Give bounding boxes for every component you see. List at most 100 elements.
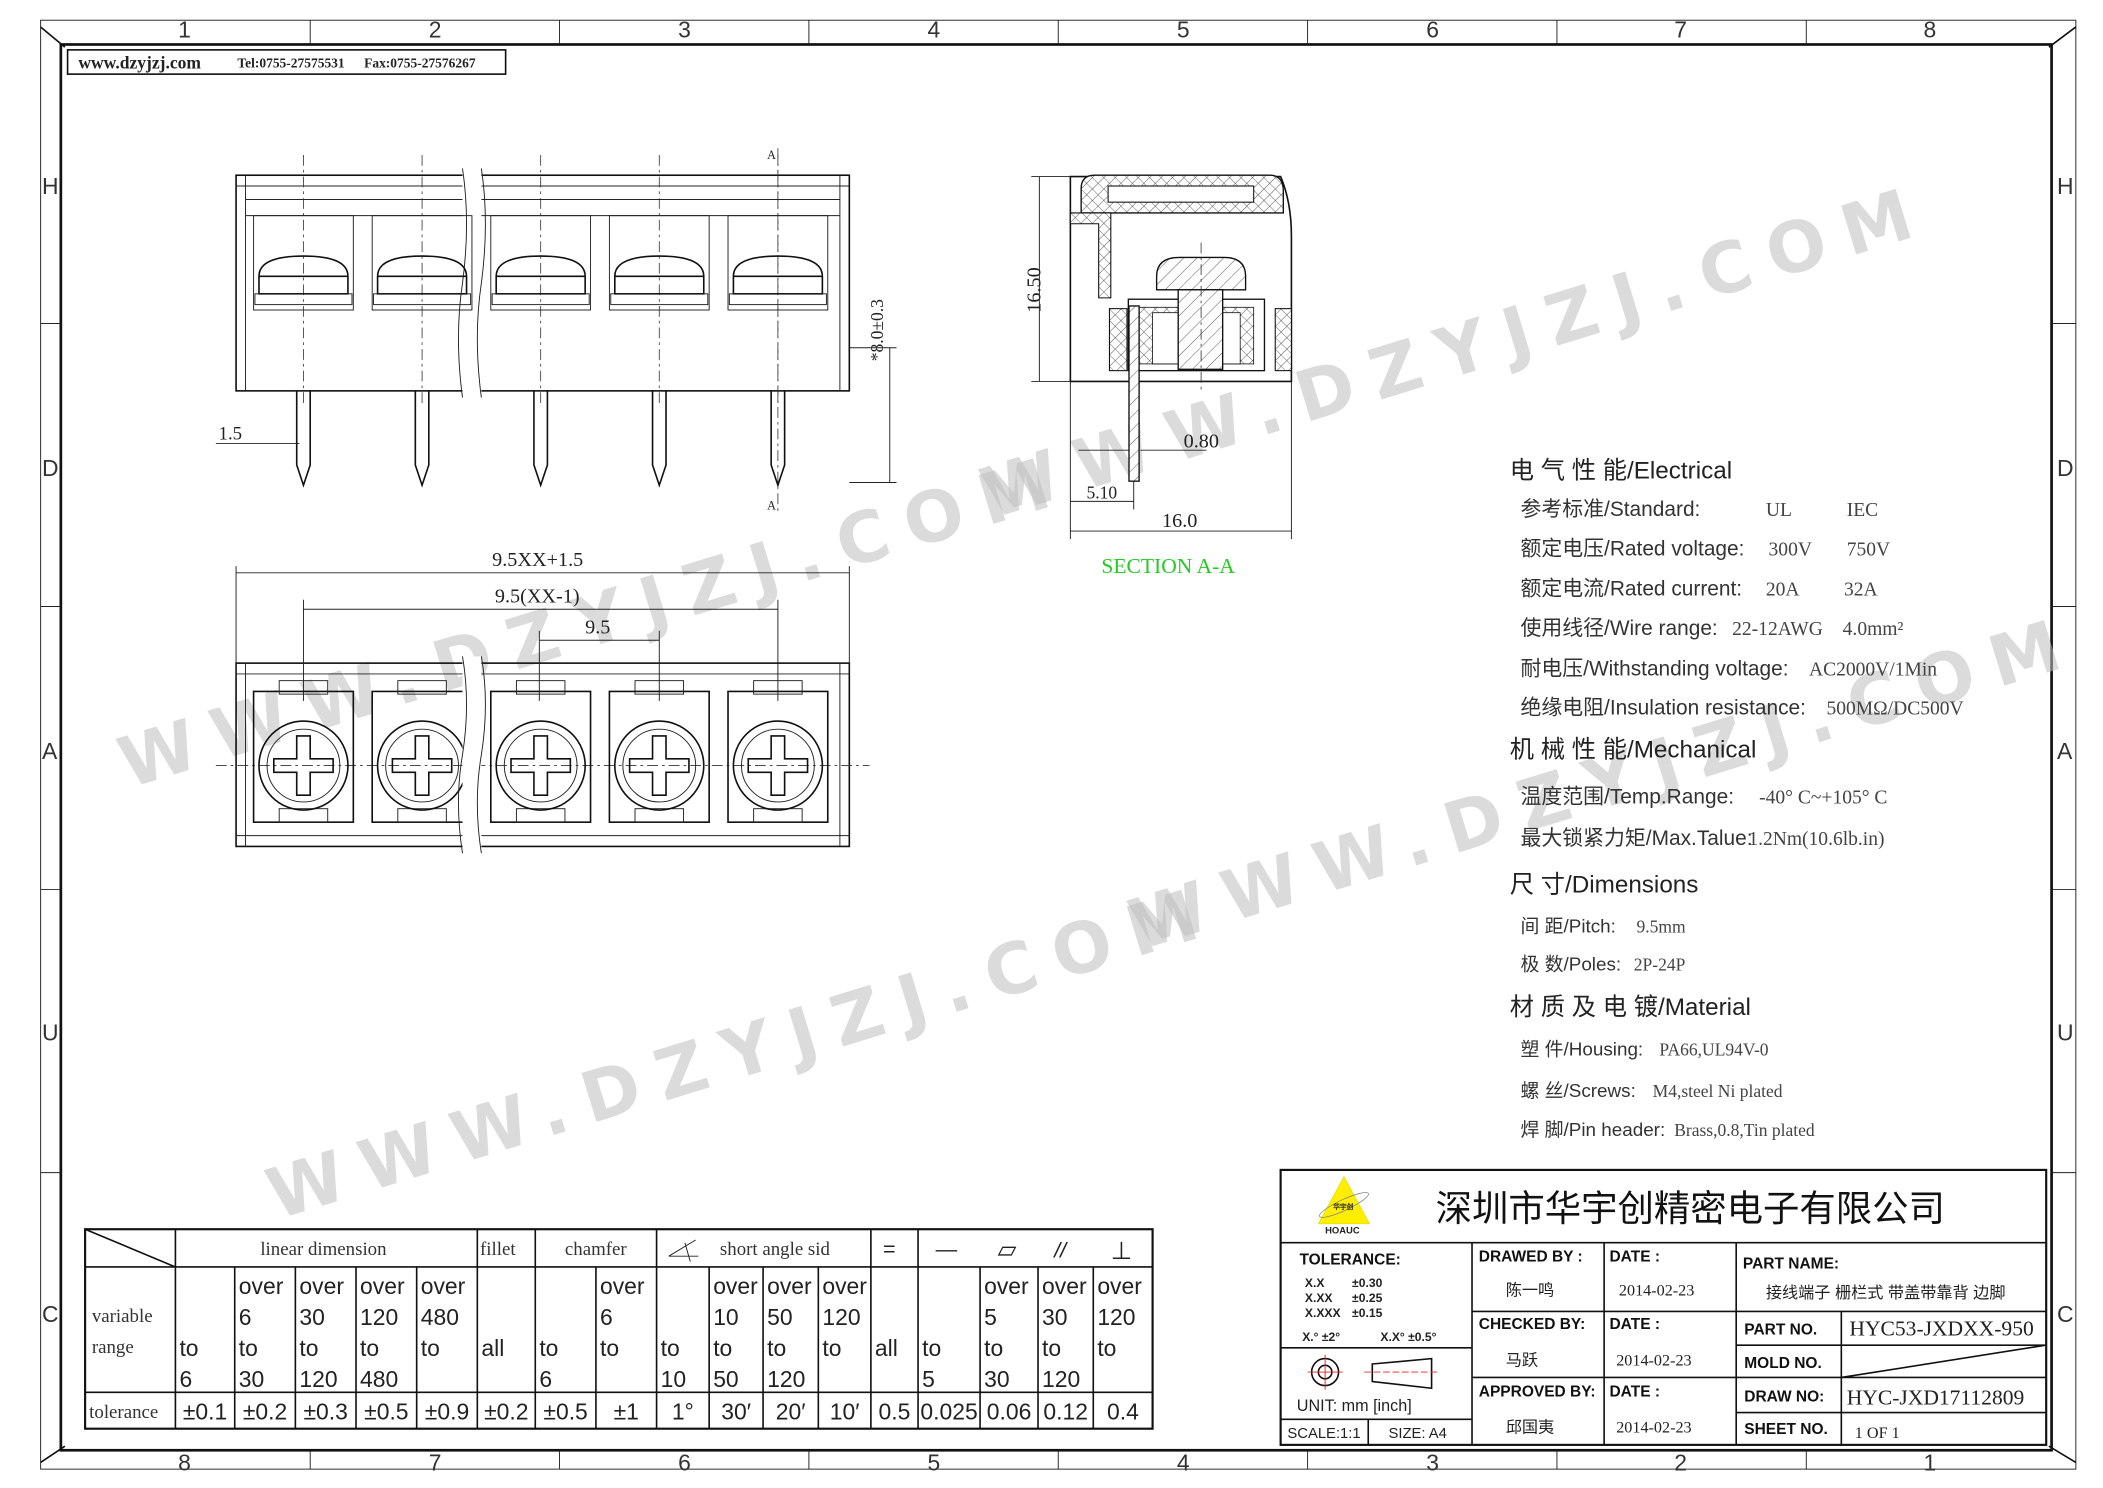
terminal-cell (608, 215, 710, 311)
torque-label: 最大锁紧力矩/Max.Talue: (1521, 827, 1753, 850)
tolerance-cell: 1° (672, 1398, 694, 1424)
range-cell: 120 (360, 1304, 398, 1330)
range-cell: to (661, 1335, 680, 1361)
screw-cross-icon (510, 735, 572, 797)
range-cell: to (421, 1335, 440, 1361)
range-cell: 30 (299, 1304, 324, 1330)
range-cell: over (239, 1273, 284, 1299)
range-cell: to (922, 1335, 941, 1361)
range-cell: over (1042, 1273, 1087, 1299)
section-marker-top: A (767, 148, 776, 162)
tol-xxxx-value: ±0.15 (1352, 1306, 1383, 1320)
terminal-tab (278, 808, 329, 823)
dim-pitch: 9.5 (585, 616, 610, 638)
pitch-label: 间 距/Pitch: (1521, 916, 1616, 937)
electrical-heading: 电 气 性 能/Electrical (1510, 457, 1732, 484)
tolerance-cell: ±0.9 (425, 1398, 469, 1424)
housing-outline (235, 662, 851, 848)
tolerance-cell: 0.5 (879, 1398, 911, 1424)
group-linear-dimension: linear dimension (260, 1239, 387, 1260)
part-name-label: PART NAME: (1743, 1255, 1839, 1272)
part-name: 接线端子 栅栏式 带盖带靠背 边脚 (1766, 1284, 2006, 1302)
grid-column-label: 6 (678, 1449, 691, 1475)
range-cell: 50 (713, 1366, 738, 1392)
range-cell: 5 (922, 1366, 935, 1392)
tolerance-cell: ±0.2 (243, 1398, 287, 1424)
grid-column-label: 4 (1177, 1449, 1190, 1475)
range-cell: to (1042, 1335, 1061, 1361)
tolerance-cell: ±0.3 (303, 1398, 347, 1424)
tol-xxx: X.XX (1305, 1291, 1333, 1305)
mold-no-label: MOLD NO. (1744, 1355, 1822, 1372)
housing-label: 塑 件/Housing: (1521, 1038, 1644, 1059)
tolerance-cell: 0.12 (1043, 1398, 1088, 1424)
screw-ring-icon (503, 728, 578, 803)
range-cell: 30 (1042, 1304, 1067, 1330)
screw-head-icon (613, 255, 705, 295)
terminal-tab (515, 680, 566, 695)
range-cell: 120 (1097, 1304, 1135, 1330)
sheet-no-label: SHEET NO. (1744, 1421, 1828, 1438)
grid-row-label: D (42, 455, 59, 481)
top-view-drawing: 1.5 *8.0±0.3 A A (215, 148, 897, 515)
tel-text: Tel:0755-27575531 (237, 55, 345, 70)
section-marker-bottom: A (767, 498, 776, 512)
range-cell: 50 (767, 1304, 792, 1330)
tolerance-cell: 20′ (776, 1398, 806, 1424)
part-no-label: PART NO. (1744, 1321, 1817, 1338)
withstanding-voltage-value: AC2000V/1Min (1809, 659, 1937, 680)
grid-column-label: 3 (1426, 1449, 1439, 1475)
tolerance-cell: ±0.2 (484, 1398, 528, 1424)
grid-column-label: 7 (429, 1449, 442, 1475)
range-cell: to (1097, 1335, 1116, 1361)
tolerance-cell: ±0.5 (543, 1398, 587, 1424)
range-cell: 120 (822, 1304, 860, 1330)
wire-range-awg: 22-12AWG (1732, 619, 1823, 640)
dim-pin-offset: 5.10 (1087, 483, 1118, 503)
grid-column-label: 8 (178, 1449, 191, 1475)
company-logo: 华宇创 HOAUC (1317, 1175, 1371, 1235)
grid-row-label: C (42, 1301, 59, 1327)
draw-no-label: DRAW NO: (1744, 1389, 1824, 1406)
screw-washer (491, 293, 590, 306)
grid-column-label: 5 (928, 1449, 941, 1475)
range-cell: over (822, 1273, 867, 1299)
tolerance-label: tolerance (89, 1402, 158, 1423)
screw-ring-icon (613, 720, 705, 811)
screw-ring-icon (385, 728, 459, 803)
dim-pin-thickness: 0.80 (1184, 430, 1219, 452)
range-cell: all (481, 1335, 504, 1361)
wire-range-label: 使用线径/Wire range: (1521, 617, 1718, 640)
group-short-angle: short angle sid (720, 1239, 831, 1260)
drawed-by-name: 陈一鸣 (1506, 1281, 1554, 1299)
specifications: 电 气 性 能/Electrical 参考标准/Standard: UL IEC… (1510, 457, 1964, 1140)
header-contact-box: www.dzyjzj.com Tel:0755-27575531 Fax:075… (66, 49, 507, 75)
rated-current-iec: 32A (1844, 580, 1878, 601)
screw-cross-icon (628, 735, 690, 797)
break-line (457, 656, 486, 854)
pin (295, 390, 312, 488)
size-text: SIZE: A4 (1388, 1426, 1446, 1442)
torque-value: 1.2Nm(10.6lb.in) (1748, 829, 1884, 850)
screw-cross-icon (747, 735, 809, 797)
rated-voltage-iec: 750V (1847, 539, 1890, 560)
grid-column-label: 2 (429, 17, 442, 43)
range-cell: 120 (1042, 1366, 1080, 1392)
pin-header-label: 焊 脚/Pin header: (1521, 1119, 1666, 1140)
section-title: SECTION A-A (1101, 554, 1235, 578)
tol-xxxx: X.XXX (1305, 1306, 1341, 1320)
range-cell: 30 (984, 1366, 1009, 1392)
screws-label: 螺 丝/Screws: (1521, 1080, 1636, 1101)
tolerance-cell: 10′ (830, 1398, 860, 1424)
unit-text: UNIT: mm [inch] (1297, 1397, 1412, 1415)
watermark: WWW.DZYJZJ.COM (1120, 599, 2088, 966)
grid-column-label: 1 (178, 17, 191, 43)
mechanical-heading: 机 械 性 能/Mechanical (1510, 736, 1757, 763)
pin-section (1128, 305, 1140, 482)
range-cell: to (984, 1335, 1003, 1361)
grid-row-label: H (42, 173, 59, 199)
range-cell: 120 (299, 1366, 337, 1392)
dim-section-height: 16.50 (1024, 267, 1046, 312)
poles-label: 极 数/Poles: (1521, 953, 1622, 974)
